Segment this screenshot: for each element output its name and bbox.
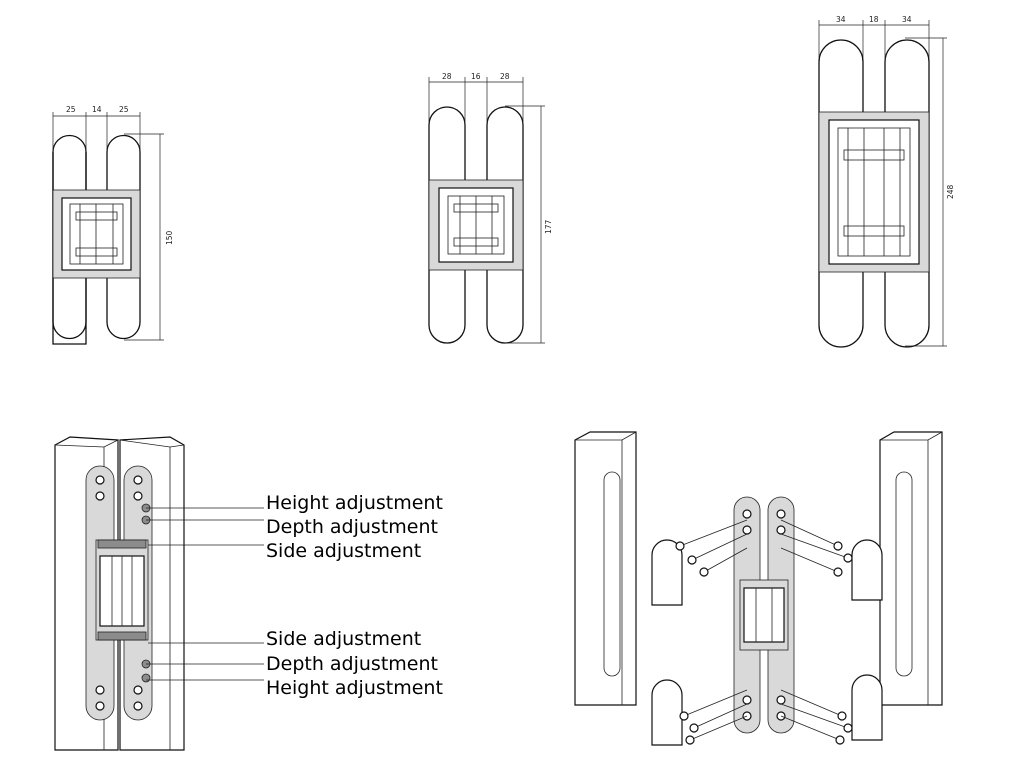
callout-side-adjustment-top: Side adjustment [266, 540, 421, 562]
dim-large-gap: 18 [869, 15, 879, 24]
dim-medium-height: 177 [544, 219, 553, 234]
exploded-installation-illustration [574, 431, 943, 746]
callout-height-adjustment-top: Height adjustment [266, 492, 443, 514]
dim-large-height: 248 [946, 184, 955, 199]
dim-small-left-wing: 25 [66, 105, 76, 114]
callout-depth-adjustment-top: Depth adjustment [266, 516, 438, 538]
dim-large-right-wing: 34 [902, 15, 912, 24]
callout-height-adjustment-bottom: Height adjustment [266, 677, 443, 699]
hinge-drawing-small [52, 112, 164, 345]
dim-medium-gap: 16 [471, 72, 481, 81]
dim-large-left-wing: 34 [836, 15, 846, 24]
dim-medium-right-wing: 28 [500, 72, 510, 81]
callout-side-adjustment-bottom: Side adjustment [266, 628, 421, 650]
dim-small-gap: 14 [92, 105, 102, 114]
callout-depth-adjustment-bottom: Depth adjustment [266, 653, 438, 675]
dim-small-height: 150 [165, 230, 174, 245]
hinge-drawing-medium [428, 77, 545, 344]
dim-small-right-wing: 25 [119, 105, 129, 114]
installed-hinge-illustration [54, 436, 264, 751]
dim-medium-left-wing: 28 [442, 72, 452, 81]
hinge-drawing-large [818, 20, 947, 348]
